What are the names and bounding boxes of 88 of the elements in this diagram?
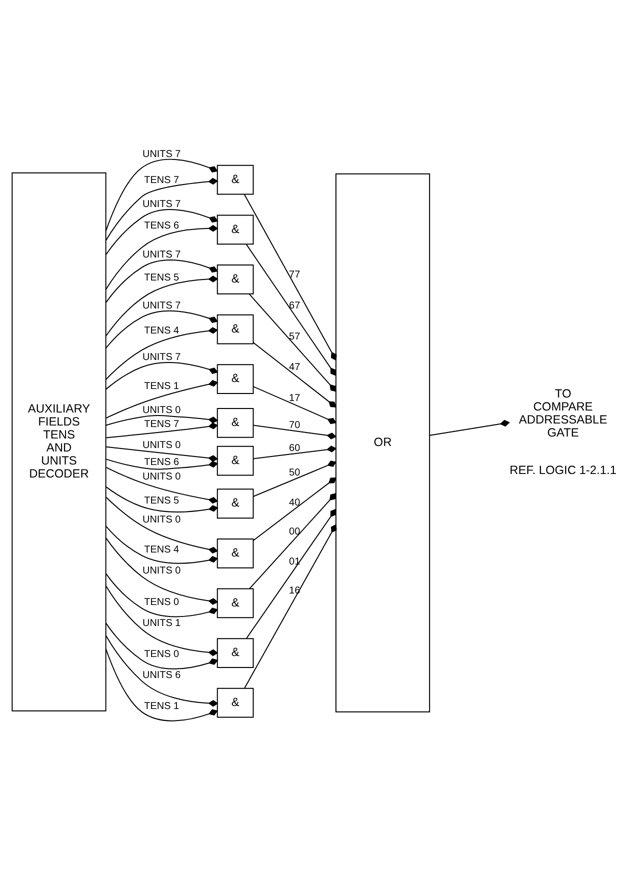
- node-box: OR: [335, 172, 430, 712]
- edge-label: UNITS 0: [142, 404, 181, 416]
- node-box: &: [216, 264, 254, 294]
- edge-label: 17: [289, 392, 300, 404]
- edge-label: 60: [289, 442, 300, 454]
- node-text: TO COMPARE ADDRESSABLE GATE: [518, 386, 608, 439]
- node-box: &: [216, 538, 254, 568]
- node-box: &: [216, 488, 254, 518]
- edge-label: UNITS 7: [142, 300, 181, 311]
- node-box: &: [216, 314, 254, 344]
- connector: [105, 362, 218, 390]
- connector: [105, 622, 218, 669]
- edge-label: TENS 0: [144, 648, 180, 660]
- edge-label: TENS 5: [144, 495, 180, 506]
- node-box: &: [216, 214, 254, 244]
- edge-label: TENS 1: [144, 380, 180, 392]
- connector: [105, 275, 218, 336]
- edge-label: TENS 5: [144, 272, 180, 283]
- connector: [105, 310, 218, 348]
- connector: [105, 648, 218, 721]
- connector: [252, 424, 337, 439]
- connector: [248, 492, 336, 589]
- node-box: &: [216, 364, 254, 394]
- edge-label: UNITS 1: [142, 618, 181, 629]
- edge-label: 70: [289, 419, 300, 430]
- connector: [105, 208, 218, 255]
- edge-label: TENS 6: [144, 456, 180, 468]
- edge-label: UNITS 7: [142, 148, 181, 160]
- edge-label: 47: [289, 362, 300, 373]
- node-box: &: [216, 445, 254, 476]
- node-box: &: [216, 687, 254, 718]
- edge-label: TENS 7: [144, 418, 180, 430]
- edge-label: 57: [289, 330, 300, 342]
- edge-label: 01: [289, 556, 300, 567]
- connector: [248, 292, 336, 392]
- connector: [244, 524, 337, 688]
- edge-label: TENS 1: [144, 700, 180, 712]
- edge-label: TENS 4: [144, 324, 180, 336]
- connector: [105, 572, 218, 617]
- connector: [106, 496, 218, 553]
- connector: [105, 584, 218, 656]
- connector: [106, 458, 218, 470]
- node-box: &: [216, 588, 254, 618]
- connector: [252, 386, 337, 424]
- edge-label: 67: [289, 300, 300, 311]
- edge-label: TENS 4: [144, 544, 180, 555]
- connector: [246, 243, 336, 376]
- connector: [106, 525, 218, 564]
- connector: [429, 419, 510, 436]
- node-box: AUXILIARY FIELDS TENS AND UNITS DECODER: [12, 172, 106, 711]
- edge-label: 50: [289, 467, 300, 478]
- edge-label: UNITS 0: [142, 471, 181, 482]
- connector: [105, 259, 218, 303]
- edge-label: TENS 6: [144, 220, 180, 232]
- connector: [105, 537, 218, 604]
- edge-label: UNITS 7: [142, 352, 181, 363]
- connector: [252, 445, 337, 459]
- connector: [105, 224, 218, 290]
- connector: [105, 486, 218, 512]
- connector: [105, 380, 218, 418]
- connector: [252, 476, 336, 541]
- node-box: &: [216, 407, 254, 438]
- connector: [105, 422, 218, 438]
- edge-label: 40: [289, 497, 300, 508]
- connector: [105, 177, 218, 240]
- connector: [105, 158, 218, 231]
- connector: [106, 466, 218, 504]
- node-box: &: [216, 638, 254, 668]
- edge-label: 77: [289, 268, 300, 280]
- edge-label: UNITS 7: [142, 198, 181, 210]
- label: REF. LOGIC 1-2.1.1: [510, 462, 616, 476]
- connector: [252, 342, 336, 407]
- edge-label: UNITS 0: [142, 564, 181, 576]
- connector: [252, 460, 337, 497]
- connector: [244, 193, 337, 360]
- connector: [105, 326, 218, 380]
- connector: [105, 634, 218, 706]
- edge-label: TENS 0: [144, 596, 180, 608]
- edge-label: UNITS 7: [142, 249, 181, 260]
- edge-label: UNITS 6: [142, 669, 181, 680]
- connector: [246, 508, 336, 639]
- edge-label: 00: [289, 526, 300, 537]
- connector: [106, 414, 218, 426]
- connector: [106, 446, 218, 462]
- edge-label: TENS 7: [144, 174, 180, 186]
- edge-label: UNITS 0: [142, 439, 181, 450]
- node-box: &: [216, 164, 254, 194]
- edge-label: UNITS 0: [142, 514, 181, 526]
